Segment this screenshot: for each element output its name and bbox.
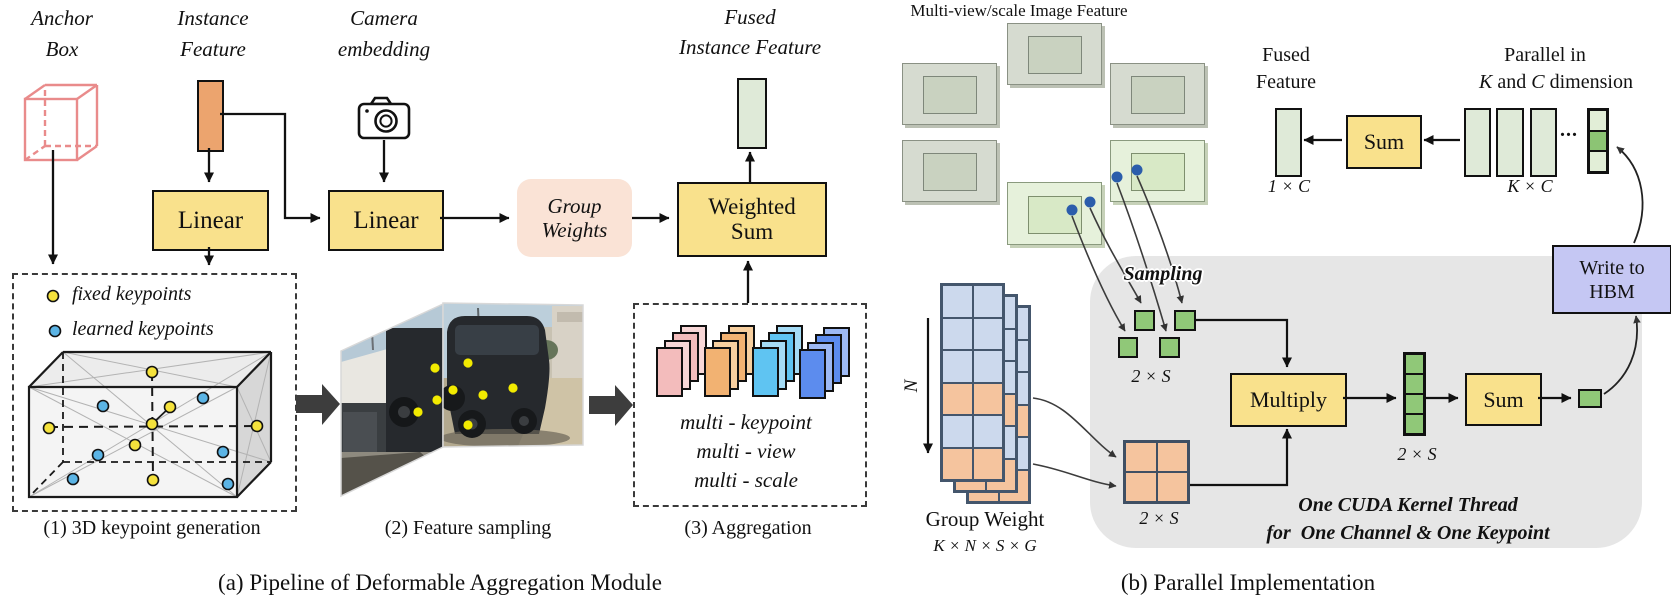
parallel-k: K [1479,71,1493,93]
dim-kxc-label: K × C [1507,176,1553,196]
step1-caption: (1) 3D keypoint generation [43,517,261,539]
image-feature-map-inner [923,76,977,114]
parallel-dimension: dimension [1544,71,1633,93]
group-weight-label: Group Weight [925,507,1045,531]
multiply-box: Multiply [1230,373,1347,427]
fused-instance-label: Fused [724,5,776,29]
kxc-rect [1464,108,1491,177]
instance-feature-rect [197,80,224,152]
fused-instance-feature-rect [737,78,767,149]
weighted-sum-box: Weighted Sum [677,182,827,257]
image-feature-map-sampled [1110,140,1205,202]
group-weights-label-1: Group [547,193,602,218]
agg-multi-keypoint: multi - keypoint [680,410,812,434]
panel-a-caption: (a) Pipeline of Deformable Aggregation M… [218,570,662,595]
fused-instance-label-2: Instance Feature [678,35,822,59]
dim-knsg-label: K × N × S × G [933,536,1037,555]
sum-top-box: Sum [1346,115,1422,169]
dim-2xs-products: 2 × S [1397,444,1437,464]
sampled-value-square [1118,337,1138,358]
sampled-value-square [1174,310,1196,331]
write-hbm-box: Write to HBM [1552,245,1671,314]
group-weight-layer-front [940,283,1005,482]
group-weights-label-2: Weights [541,218,608,242]
sum-kernel-box: Sum [1465,373,1542,426]
image-feature-map-sampled [1007,182,1102,245]
feature-card [799,349,826,399]
fused-feature-label-2: Feature [1256,71,1316,93]
camera-embedding-label-2: embedding [337,37,431,61]
parallel-label-2: K and C dimension [1479,72,1633,93]
write-hbm-label-1: Write to [1579,256,1645,279]
parallel-and: and [1492,71,1532,93]
instance-feature-label-2: Feature [180,37,246,61]
image-feature-map-inner [1028,36,1082,74]
image-feature-map [902,140,997,202]
image-feature-map [1007,23,1102,85]
product-stack [1403,352,1426,436]
instance-feature-label: Instance [177,6,249,30]
image-feature-map [1110,63,1205,125]
keypoint-generation-box [12,273,297,512]
legend-fixed-label: fixed keypoints [72,283,192,305]
sampled-value-square [1159,337,1180,358]
panel-b-title: Multi-view/scale Image Feature [910,1,1128,20]
feature-card [704,347,731,397]
camera-icon [357,96,411,140]
fused-feature-rect [1275,108,1302,177]
image-feature-map-inner [1028,196,1082,234]
cuda-thread-label-2: for One Channel & One Keypoint [1266,522,1550,544]
linear-right-box: Linear [328,190,444,251]
camera-photo-right [442,302,584,448]
linear-right-label: Linear [353,207,419,234]
multiply-label: Multiply [1249,387,1327,413]
feature-card [752,347,779,397]
kxc-rect-segmented [1587,108,1609,174]
weighted-sum-label-1: Weighted [708,193,796,219]
thick-arrow [296,384,340,425]
sampled-value-square [1134,310,1155,331]
cuda-thread-label: One CUDA Kernel Thread [1298,494,1518,516]
image-feature-map-inner [923,153,977,191]
write-hbm-label-2: HBM [1589,280,1635,303]
anchor-box-label: Anchor [31,6,93,30]
fused-feature-label: Fused [1262,44,1310,66]
image-feature-map-inner [1131,76,1185,114]
dim-2xs-weights: 2 × S [1139,508,1179,528]
image-feature-map [902,63,997,125]
kxc-rect [1496,108,1524,177]
weighted-sum-label-2: Sum [730,218,774,244]
thick-arrow [589,385,633,426]
camera-photo-left [340,302,444,498]
step2-caption: (2) Feature sampling [384,517,552,539]
legend-learned-label: learned keypoints [72,318,214,340]
dim-2xs-samples: 2 × S [1131,366,1171,386]
agg-multi-scale: multi - scale [694,468,798,492]
group-weights-box: Group Weights [517,179,632,257]
parallel-label: Parallel in [1504,44,1586,66]
sum-kernel-label: Sum [1483,386,1524,412]
ellipsis-label: ... [1560,119,1578,141]
agg-multi-view: multi - view [696,439,796,463]
camera-embedding-label: Camera [350,6,418,30]
sampling-label: Sampling [1123,263,1203,285]
sum-top-label: Sum [1363,129,1405,155]
kxc-rect [1530,108,1557,177]
n-axis-label: N [901,379,923,393]
image-feature-map-inner [1131,153,1185,191]
aggregation-box [633,303,867,507]
anchor-box-label-2: Box [45,37,79,61]
panel-b-caption: (b) Parallel Implementation [1120,570,1376,595]
sampled-keypoints [413,358,518,430]
feature-card [656,347,683,397]
weight-2x2-grid [1123,440,1190,504]
linear-left-label: Linear [177,207,244,234]
linear-left-box: Linear [152,190,269,251]
result-square [1578,389,1602,408]
step3-caption: (3) Aggregation [684,517,812,539]
parallel-c: C [1531,71,1545,93]
anchor-box-cube-icon [23,83,99,162]
dim-1xc-label: 1 × C [1267,176,1311,196]
